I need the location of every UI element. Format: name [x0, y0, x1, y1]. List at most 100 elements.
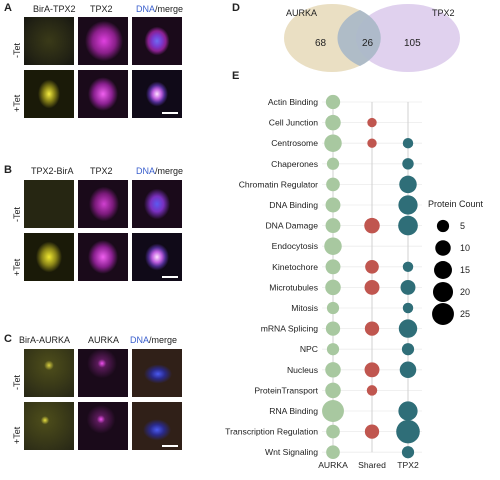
panel-a-col3-title: DNA/merge	[136, 4, 183, 14]
category-label: Microtubules	[269, 282, 318, 292]
micrograph-c-birA-minus	[24, 349, 74, 397]
micrograph-b-merge-minus	[132, 180, 182, 228]
category-label: Kinetochore	[272, 262, 318, 272]
scale-bar-a	[162, 112, 178, 114]
micrograph-a-tpx2-minus	[78, 17, 128, 65]
micrograph-b-birA-minus	[24, 180, 74, 228]
data-point	[365, 259, 379, 274]
category-label: Transcription Regulation	[225, 427, 318, 437]
data-point	[325, 94, 341, 110]
dna-word: DNA	[130, 335, 150, 345]
data-point	[322, 400, 344, 422]
panel-c-row1-label: -Tet	[12, 374, 22, 390]
micrograph-a-birA-plus	[24, 70, 74, 118]
legend-marker	[432, 303, 454, 325]
micrograph-c-merge-plus	[132, 402, 182, 450]
data-point	[367, 117, 377, 128]
data-point	[364, 362, 380, 378]
data-point	[325, 279, 341, 296]
dna-word: DNA	[136, 4, 156, 14]
data-point	[402, 261, 414, 273]
data-point	[325, 197, 341, 213]
venn-right-count: 105	[404, 38, 421, 49]
merge-word: /merge	[155, 4, 184, 14]
scale-bar-c	[162, 445, 178, 447]
category-label: Mitosis	[291, 303, 318, 313]
data-point	[325, 218, 341, 234]
panel-d-label: D	[232, 2, 240, 14]
micrograph-a-tpx2-plus	[78, 70, 128, 118]
legend-marker	[434, 261, 452, 279]
data-point	[326, 343, 340, 356]
panel-b-col1-title: TPX2-BirA	[31, 166, 74, 176]
panel-a-col2-title: TPX2	[90, 4, 113, 14]
panel-c-col2-title: AURKA	[88, 335, 120, 345]
data-point	[325, 382, 341, 399]
legend-marker	[432, 281, 454, 303]
micrograph-a-birA-minus	[24, 17, 74, 65]
data-point	[401, 446, 415, 459]
micrograph-b-merge-plus	[132, 233, 182, 281]
panel-a-col1-title: BirA-TPX2	[33, 4, 76, 14]
data-point	[364, 321, 380, 336]
category-label: Centrosome	[271, 138, 318, 148]
data-point	[367, 138, 377, 148]
data-point	[399, 361, 417, 379]
panel-c-col1-title: BirA-AURKA	[19, 335, 71, 345]
data-point	[364, 279, 380, 295]
legend-title: Protein Count	[428, 199, 484, 209]
data-point	[396, 419, 420, 444]
panel-a-row1-label: -Tet	[12, 42, 22, 58]
data-point	[399, 175, 417, 194]
micrograph-c-aurka-plus	[78, 402, 128, 450]
data-point	[398, 401, 418, 421]
data-point	[398, 195, 418, 215]
legend-marker	[435, 240, 451, 256]
data-point	[325, 321, 341, 336]
panel-b-col3-title: DNA/merge	[136, 166, 183, 176]
data-point	[364, 217, 380, 234]
data-point	[402, 302, 414, 314]
micrograph-b-birA-plus	[24, 233, 74, 281]
data-point	[398, 215, 418, 236]
data-point	[325, 259, 341, 275]
legend-label: 10	[460, 243, 470, 253]
micrograph-a-merge-minus	[132, 17, 182, 65]
data-point	[398, 319, 418, 338]
data-point	[366, 385, 378, 396]
venn-left-count: 68	[315, 38, 327, 49]
category-label: Wnt Signaling	[265, 447, 318, 457]
micrograph-b-tpx2-minus	[78, 180, 128, 228]
micrograph-b-tpx2-plus	[78, 233, 128, 281]
legend-label: 20	[460, 287, 470, 297]
venn-diagram: AURKA TPX2 68 26 105	[284, 4, 460, 72]
venn-intersection	[337, 10, 381, 66]
data-point	[402, 137, 414, 149]
panel-b-row2-label: +Tet	[12, 258, 22, 276]
data-point	[364, 424, 380, 439]
legend-label: 5	[460, 221, 465, 231]
data-point	[325, 114, 341, 131]
data-point	[401, 343, 415, 356]
merge-word: /merge	[149, 335, 178, 345]
data-point	[324, 237, 342, 255]
category-label: NPC	[300, 344, 318, 354]
data-point	[326, 301, 340, 315]
panel-a-label: A	[4, 2, 12, 14]
column-label: Shared	[358, 460, 386, 470]
panel-c-label: C	[4, 333, 12, 345]
venn-right-title: TPX2	[432, 8, 455, 18]
category-label: ProteinTransport	[254, 385, 318, 395]
panel-c-row2-label: +Tet	[12, 426, 22, 444]
category-label: mRNA Splicing	[261, 324, 319, 334]
data-point	[325, 362, 341, 378]
data-point	[326, 177, 340, 192]
category-label: Chaperones	[271, 159, 318, 169]
category-label: Chromatin Regulator	[239, 179, 318, 189]
merge-word: /merge	[155, 166, 184, 176]
category-label: Actin Binding	[268, 97, 318, 107]
category-label: Nucleus	[287, 365, 318, 375]
data-point	[326, 157, 340, 170]
category-label: RNA Binding	[269, 406, 318, 416]
